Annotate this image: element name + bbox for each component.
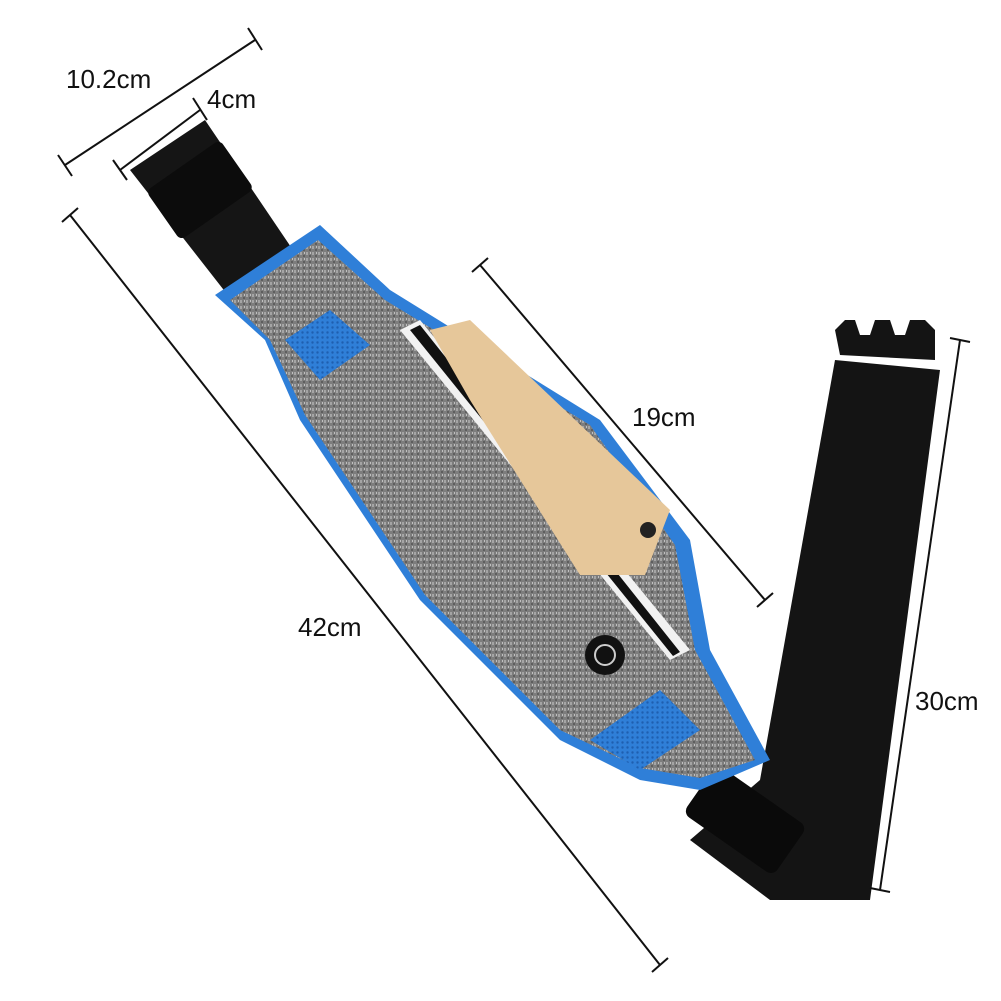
label-strap-length: 30cm [915, 686, 979, 716]
label-body-length: 42cm [298, 612, 362, 642]
phone [430, 320, 670, 575]
label-width-total: 10.2cm [66, 64, 152, 94]
dimension-lines [57, 27, 971, 973]
headphone-port [585, 635, 625, 675]
elastic-strap-right [685, 320, 940, 900]
zipper-pocket [400, 320, 690, 660]
label-pocket-length: 19cm [632, 402, 696, 432]
label-strap-width: 4cm [207, 84, 257, 114]
belt-body [215, 225, 770, 790]
